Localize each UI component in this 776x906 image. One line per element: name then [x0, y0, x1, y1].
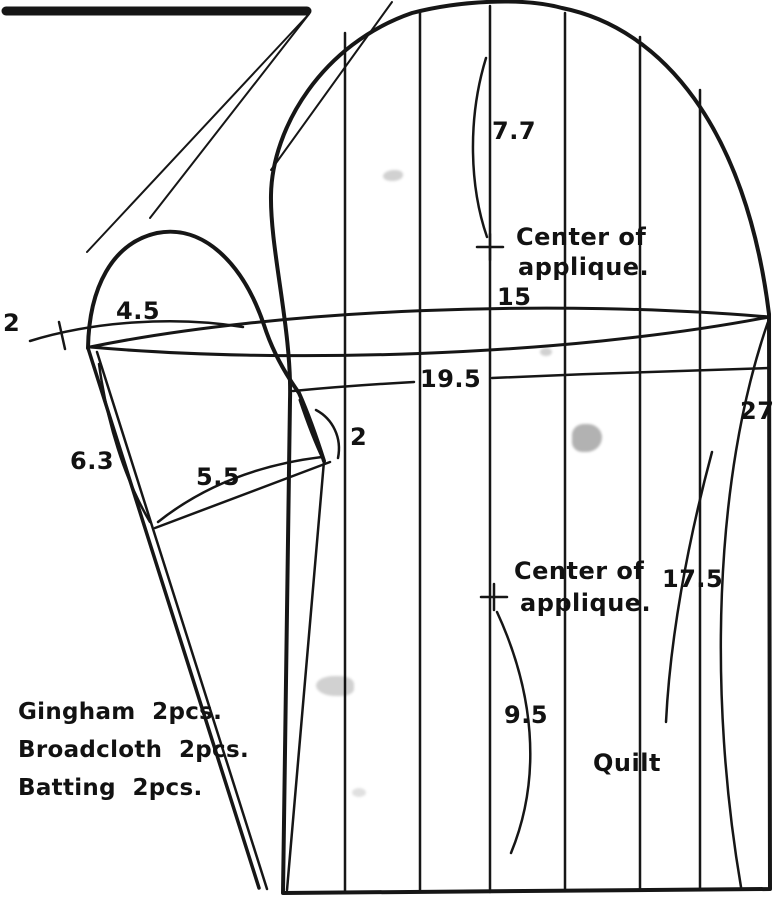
opening-curve-lower [88, 315, 771, 358]
material-batting: Batting 2pcs. [18, 775, 203, 801]
quilting-grid-lines [343, 4, 702, 894]
small-piece-dome-outline [86, 229, 326, 463]
small-piece-flap-edge [298, 398, 326, 463]
measurement-17-5: 17.5 [662, 565, 724, 593]
quilt-label: Quilt [593, 749, 661, 777]
arc-notch-2 [314, 408, 341, 460]
arc-4-5 [28, 320, 245, 343]
arc-9-5 [495, 610, 532, 855]
material-broadcloth: Broadcloth 2pcs. [18, 737, 249, 763]
construction-line [149, 13, 310, 219]
arc-27 [719, 320, 770, 889]
measurement-4-5: 4.5 [116, 297, 161, 325]
measurement-7-7: 7.7 [492, 117, 537, 145]
arc-7-7 [471, 56, 489, 239]
center-applique-top-line1: Center of [516, 223, 647, 251]
opening-curves [88, 306, 771, 358]
measurement-27: 27. [740, 397, 776, 425]
center-applique-bottom-line1: Center of [514, 557, 645, 585]
width-19-5-line-left [291, 380, 416, 393]
measurement-6-3: 6.3 [70, 447, 115, 475]
material-gingham: Gingham 2pcs. [18, 699, 223, 725]
small-piece-left-edge-inner [95, 350, 269, 891]
small-piece-left-edge-outer [86, 346, 261, 890]
line-5-5 [153, 460, 332, 530]
opening-curve-upper [88, 306, 771, 349]
big-pattern-piece [268, 0, 772, 895]
arc-6-3 [97, 362, 152, 524]
center-applique-bottom-line2: applique. [520, 589, 652, 617]
construction-line [86, 13, 310, 253]
small-pattern-piece [86, 229, 326, 892]
tick-2-left [57, 320, 67, 351]
construction-line [270, 1, 393, 171]
measurement-9-5: 9.5 [504, 701, 549, 729]
measurement-19-5: 19.5 [420, 365, 482, 393]
small-piece-right-edge [285, 459, 326, 892]
applique-center-cross-top [475, 232, 505, 262]
measurement-2-notch: 2 [350, 423, 368, 451]
width-19-5-line-right [490, 366, 771, 380]
measurement-2-left: 2 [3, 309, 21, 337]
applique-center-cross-bottom [479, 582, 509, 612]
arc-5-5 [156, 455, 324, 524]
measurement-15: 15 [497, 283, 532, 311]
arc-17-5 [664, 450, 714, 724]
measurement-lines [28, 56, 771, 889]
measurement-5-5: 5.5 [196, 463, 241, 491]
center-applique-top-line2: applique. [518, 253, 650, 281]
